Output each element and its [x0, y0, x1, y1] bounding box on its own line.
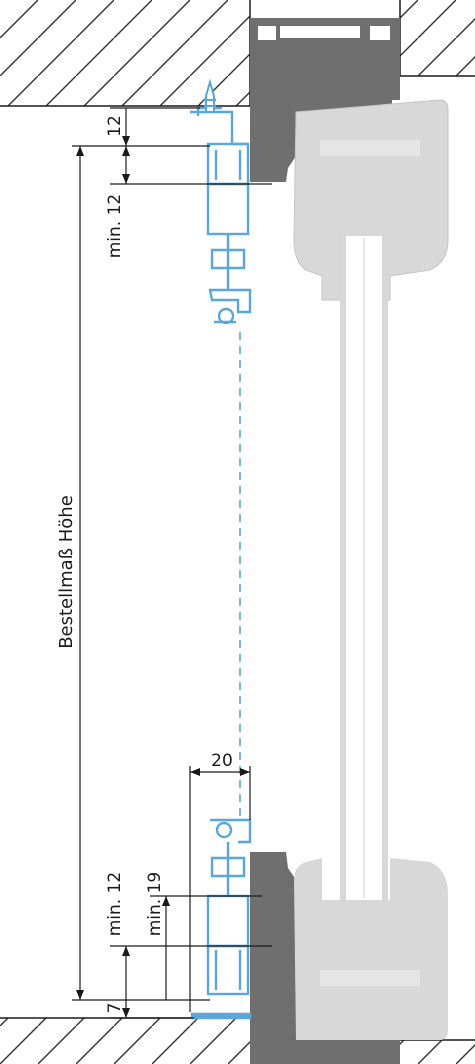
top-min-label: min. 12 [105, 194, 125, 259]
depth-label: 20 [211, 751, 233, 771]
bottom-sash [294, 858, 448, 1040]
screw-icon [204, 78, 216, 113]
glass-pane [340, 228, 388, 908]
top-wall [0, 0, 475, 107]
order-height-label: Bestellmaß Höhe [56, 495, 77, 649]
arrow-down-icon [76, 990, 84, 1000]
top-sash [293, 99, 449, 301]
top-gap-label: 12 [105, 115, 125, 137]
arrow-up-icon [76, 146, 84, 156]
dimension-arrows [76, 136, 250, 1018]
bottom-min-19-label: min. 19 [145, 872, 165, 937]
dimension-lines [72, 107, 272, 1019]
top-screen-profile [190, 106, 252, 325]
bottom-screen-profile [190, 818, 252, 1020]
bottom-gap-label: 7 [105, 1003, 125, 1014]
top-frame-profile [250, 18, 400, 182]
bottom-min-12-label: min. 12 [105, 872, 125, 937]
